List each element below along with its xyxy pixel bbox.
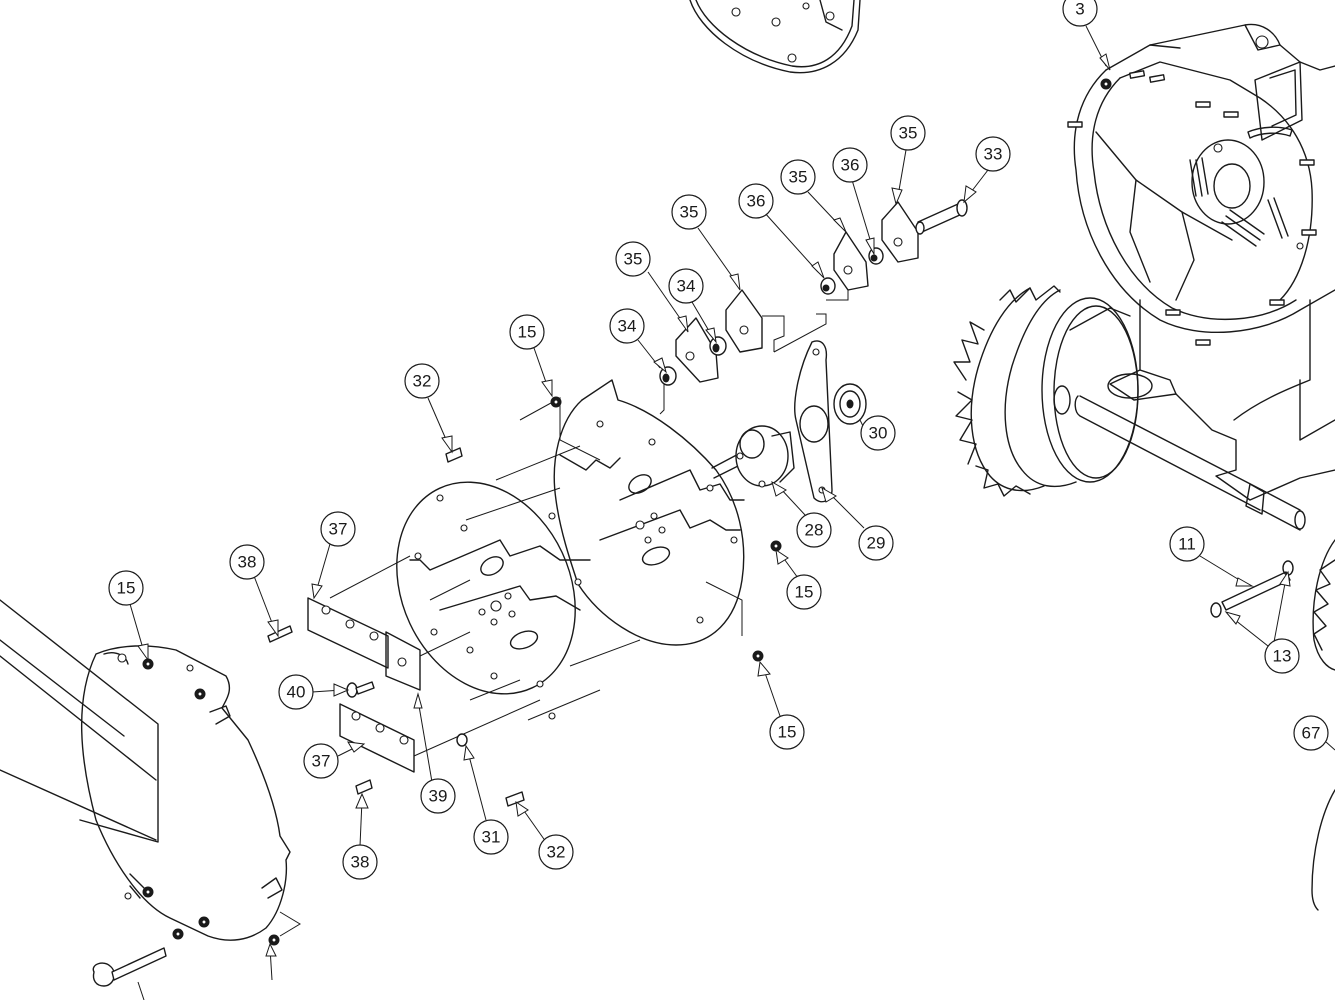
svg-text:29: 29 xyxy=(867,534,886,553)
callout-28: 28 xyxy=(796,512,832,548)
svg-text:11: 11 xyxy=(1178,535,1196,554)
callout-36: 36 xyxy=(832,147,868,183)
right-partial-wheel xyxy=(1312,539,1335,671)
svg-text:38: 38 xyxy=(238,553,257,572)
svg-text:15: 15 xyxy=(117,579,136,598)
leader-lines xyxy=(129,25,1335,1000)
svg-text:37: 37 xyxy=(312,752,331,771)
svg-text:39: 39 xyxy=(429,787,448,806)
svg-text:34: 34 xyxy=(618,317,637,336)
front-drum-disc xyxy=(396,445,641,721)
callout-3: 3 xyxy=(1062,0,1098,27)
svg-text:35: 35 xyxy=(624,250,643,269)
svg-text:31: 31 xyxy=(482,828,501,847)
svg-text:36: 36 xyxy=(841,156,860,175)
callout-29: 29 xyxy=(858,525,894,561)
svg-text:67: 67 xyxy=(1302,724,1321,743)
callout-40: 40 xyxy=(278,674,314,710)
callout-38: 38 xyxy=(342,844,378,880)
svg-text:35: 35 xyxy=(789,168,808,187)
callout-31: 31 xyxy=(473,819,509,855)
hub-28 xyxy=(711,425,795,488)
callout-bubbles: 3 33 35 36 35 36 35 35 34 34 15 32 30 28… xyxy=(108,0,1329,880)
callout-13: 13 xyxy=(1264,638,1300,674)
svg-text:40: 40 xyxy=(287,683,306,702)
svg-text:3: 3 xyxy=(1075,0,1084,19)
bearing-30 xyxy=(833,383,867,425)
wheel xyxy=(953,285,1306,531)
callout-15: 15 xyxy=(108,570,144,606)
svg-text:36: 36 xyxy=(747,192,766,211)
callout-34: 34 xyxy=(609,308,645,344)
callout-15: 15 xyxy=(509,314,545,350)
chipper-housing xyxy=(1067,23,1335,501)
callout-36: 36 xyxy=(738,183,774,219)
callout-37: 37 xyxy=(303,743,339,779)
svg-text:30: 30 xyxy=(869,424,888,443)
callout-67: 67 xyxy=(1293,715,1329,751)
callout-35: 35 xyxy=(780,159,816,195)
bottom-right-partial xyxy=(1311,789,1335,911)
callout-11: 11 xyxy=(1169,526,1205,562)
callout-32: 32 xyxy=(538,834,574,870)
left-cover-plate xyxy=(0,599,301,987)
svg-text:33: 33 xyxy=(984,145,1003,164)
callout-35: 35 xyxy=(890,115,926,151)
svg-text:13: 13 xyxy=(1273,647,1292,666)
svg-text:35: 35 xyxy=(680,203,699,222)
rear-drum-plate xyxy=(519,379,745,646)
callout-38: 38 xyxy=(229,544,265,580)
top-partial-disc xyxy=(689,0,861,74)
housing-bolts xyxy=(1067,70,1317,346)
callout-35: 35 xyxy=(615,241,651,277)
svg-text:32: 32 xyxy=(413,372,432,391)
callout-33: 33 xyxy=(975,136,1011,172)
callout-39: 39 xyxy=(420,778,456,814)
callout-35: 35 xyxy=(671,194,707,230)
svg-text:28: 28 xyxy=(805,521,824,540)
callout-37: 37 xyxy=(320,511,356,547)
callout-34: 34 xyxy=(668,268,704,304)
svg-text:34: 34 xyxy=(677,277,696,296)
svg-text:15: 15 xyxy=(778,723,797,742)
mounting-straps xyxy=(307,555,541,773)
svg-text:32: 32 xyxy=(547,843,566,862)
brackets-and-bushings xyxy=(659,199,968,415)
svg-text:15: 15 xyxy=(518,323,537,342)
fasteners xyxy=(267,396,782,807)
svg-text:35: 35 xyxy=(899,124,918,143)
callout-32: 32 xyxy=(404,363,440,399)
callout-15: 15 xyxy=(786,574,822,610)
callout-30: 30 xyxy=(860,415,896,451)
svg-text:38: 38 xyxy=(351,853,370,872)
svg-text:15: 15 xyxy=(795,583,814,602)
callout-15: 15 xyxy=(769,714,805,750)
svg-text:37: 37 xyxy=(329,520,348,539)
